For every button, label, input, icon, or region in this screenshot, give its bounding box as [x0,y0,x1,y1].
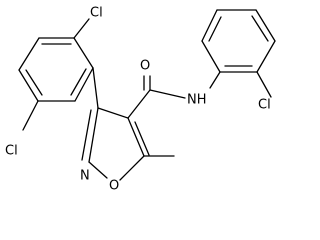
ring-oxygen-atom: O [109,179,119,194]
ring-nitrogen-atom: N [80,169,90,184]
aryl-isoxazole-bond [92,67,99,109]
chlorine-atom-top: Cl [90,6,103,21]
carbonyl-oxygen-atom: O [140,59,150,74]
chlorophenyl-ring [201,9,276,98]
isoxazole-ring [81,107,175,181]
amide-nh-group: NH [187,93,207,108]
dichlorophenyl-ring [18,18,94,131]
molecule-structure: Cl Cl Cl O NH N O [5,6,276,194]
chlorine-atom-right: Cl [258,98,271,113]
chlorine-atom-left: Cl [5,144,18,159]
carboxamide-group [127,75,186,119]
